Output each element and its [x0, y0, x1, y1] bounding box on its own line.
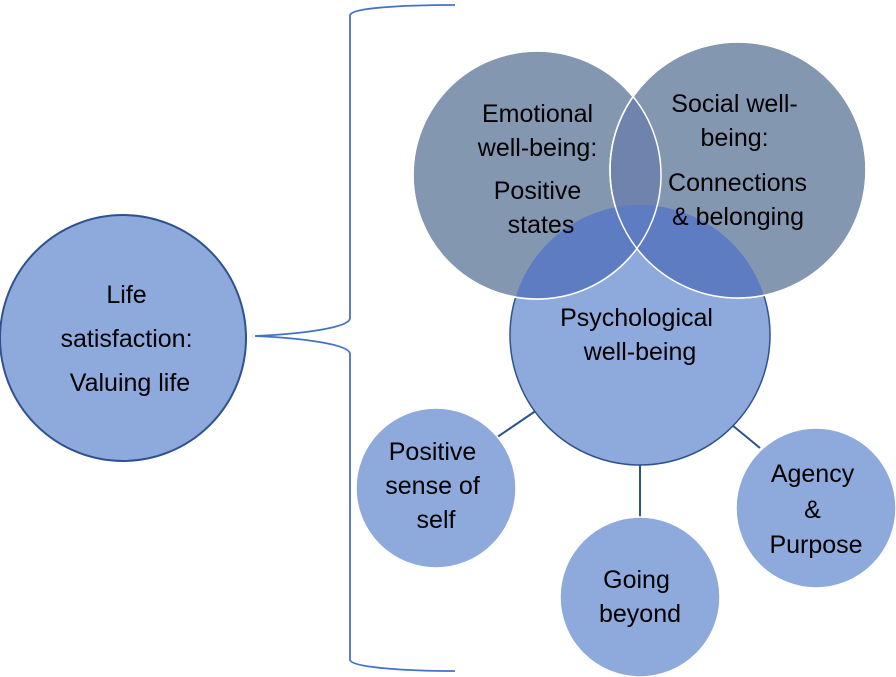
social-line: & belonging — [672, 203, 804, 231]
social-outline — [609, 41, 867, 299]
life-satisfaction-line: satisfaction: — [61, 325, 193, 353]
self-label: Positive sense of self — [385, 438, 486, 534]
agency-line: & — [804, 496, 821, 524]
social-line: Social well- — [671, 90, 797, 118]
self-line: self — [417, 506, 456, 534]
life-satisfaction-circle — [0, 214, 247, 462]
life-satisfaction-label: Life satisfaction: Valuing life — [61, 281, 200, 397]
agency-label: Agency & Purpose — [769, 460, 862, 559]
psychological-line: well-being — [583, 338, 697, 366]
social-psych-overlap — [610, 205, 770, 298]
psychological-label: Psychological well-being — [560, 304, 720, 366]
self-line: sense of — [385, 472, 480, 500]
emotional-outline — [412, 50, 662, 300]
psychological-line: Psychological — [560, 304, 713, 332]
social-label: Social well- being: Connections & belong… — [668, 90, 814, 231]
social-line: Connections — [668, 169, 807, 197]
agency-line: Agency — [771, 460, 855, 488]
beyond-line: beyond — [599, 600, 681, 628]
beyond-circle — [559, 516, 721, 677]
emotional-line: well-being: — [477, 134, 598, 162]
emotional-line: Positive — [494, 177, 582, 205]
emotional-line: Emotional — [482, 100, 593, 128]
beyond-label: Going beyond — [599, 566, 681, 628]
agency-line: Purpose — [769, 531, 862, 559]
emotional-line: states — [508, 211, 575, 239]
beyond-line: Going — [603, 566, 670, 594]
connector-agency — [731, 424, 761, 449]
life-satisfaction-line: Life — [106, 281, 146, 309]
emotional-label: Emotional well-being: Positive states — [477, 100, 604, 239]
emotional-psych-overlap — [510, 205, 661, 299]
grouping-bracket — [254, 4, 456, 672]
self-line: Positive — [389, 438, 477, 466]
agency-circle — [735, 427, 896, 589]
self-circle — [355, 407, 517, 569]
connector-self — [489, 407, 541, 443]
social-line: being: — [700, 124, 768, 152]
life-satisfaction-line: Valuing life — [70, 369, 190, 397]
